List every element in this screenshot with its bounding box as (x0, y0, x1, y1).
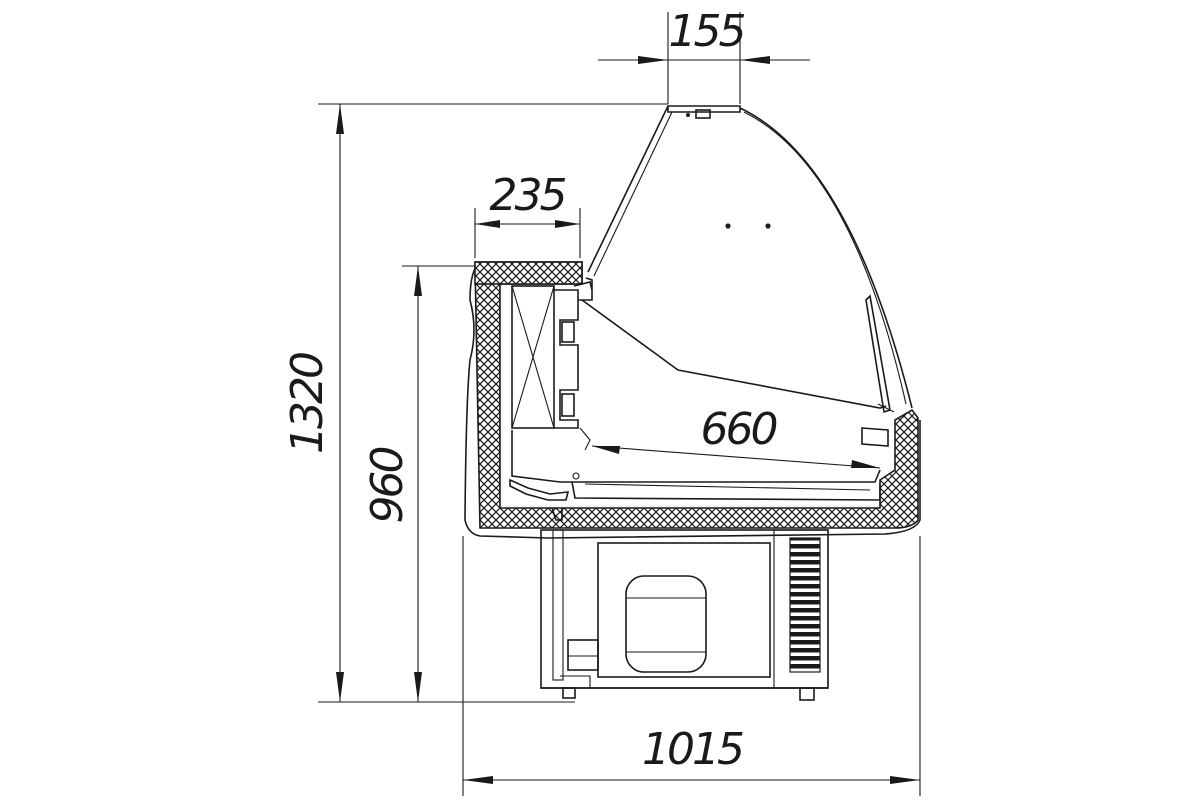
dim-total-height: 1320 (282, 353, 333, 454)
compressor-icon (625, 575, 707, 673)
insulation (474, 261, 919, 529)
refrigeration-unit (540, 529, 829, 701)
dim-shelf-width: 235 (490, 170, 566, 221)
dim-display-depth: 660 (701, 404, 777, 455)
dim-top-width: 155 (669, 6, 745, 57)
dimension-lines (318, 12, 921, 796)
front-glass (739, 107, 913, 409)
case-body (464, 105, 921, 539)
dim-total-depth: 1015 (642, 724, 743, 775)
condenser (789, 537, 821, 673)
rear-glass (587, 105, 669, 273)
dim-counter-height: 960 (362, 448, 413, 524)
